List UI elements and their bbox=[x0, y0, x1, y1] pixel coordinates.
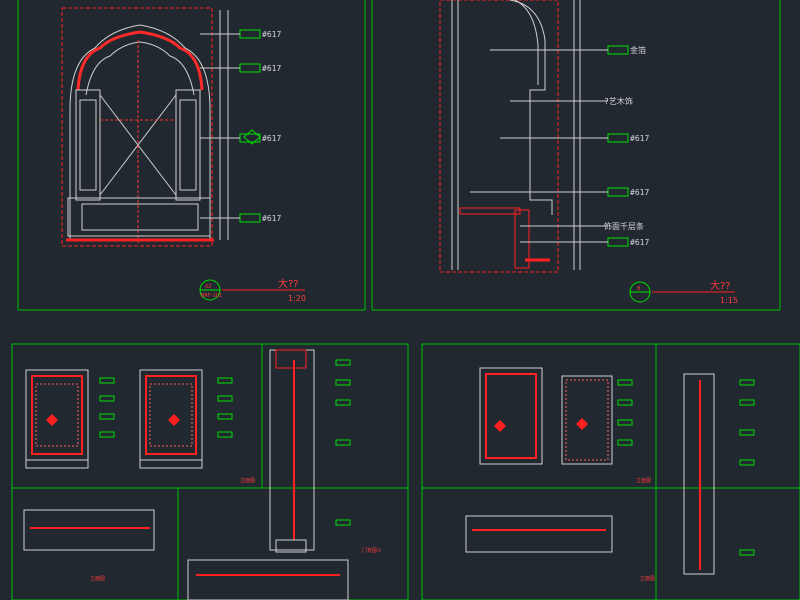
section-label-2: 立面图 bbox=[640, 575, 655, 582]
top-left-elevation: #617 #617 #617 #617 02 BRF-101 大?? 1:20 bbox=[17, 0, 366, 311]
callout-2: #617 bbox=[262, 64, 281, 73]
callout-layer-strip: 饰面千层条 bbox=[604, 221, 644, 231]
callout-4: #617 bbox=[262, 214, 281, 223]
bubble-b-text: B bbox=[637, 286, 641, 292]
bubble-bottom-text: BRF-101 bbox=[201, 293, 222, 299]
door-back-label: 门背图① bbox=[362, 547, 382, 554]
callout-617-a: #617 bbox=[630, 134, 649, 143]
callout-1: #617 bbox=[262, 30, 281, 39]
drawing-scale-b: 1:15 bbox=[720, 296, 738, 305]
bottom-right-sheet: 立面图 立面图 bbox=[421, 343, 800, 600]
section-label-1: 立面图 bbox=[90, 575, 105, 582]
bottom-left-sheet: 立面图 门背图① 立面图 bbox=[11, 343, 409, 600]
drawing-title: 大?? bbox=[278, 277, 299, 290]
drawing-scale: 1:20 bbox=[288, 294, 306, 303]
bubble-top-text: 02 bbox=[205, 284, 211, 290]
callout-wood: ?艺木饰 bbox=[604, 96, 633, 106]
drawing-title-b: 大?? bbox=[710, 279, 731, 292]
callout-gold-leaf: 金箔 bbox=[630, 45, 646, 55]
elev-label-2: 立面图 bbox=[636, 477, 651, 484]
callout-617-b: #617 bbox=[630, 188, 649, 197]
top-right-section: 金箔 ?艺木饰 #617 #617 饰面千层条 #617 B 大?? 1:15 bbox=[371, 0, 781, 311]
elev-label-1: 立面图 bbox=[240, 477, 255, 484]
callout-617-c: #617 bbox=[630, 238, 649, 247]
callout-3: #617 bbox=[262, 134, 281, 143]
